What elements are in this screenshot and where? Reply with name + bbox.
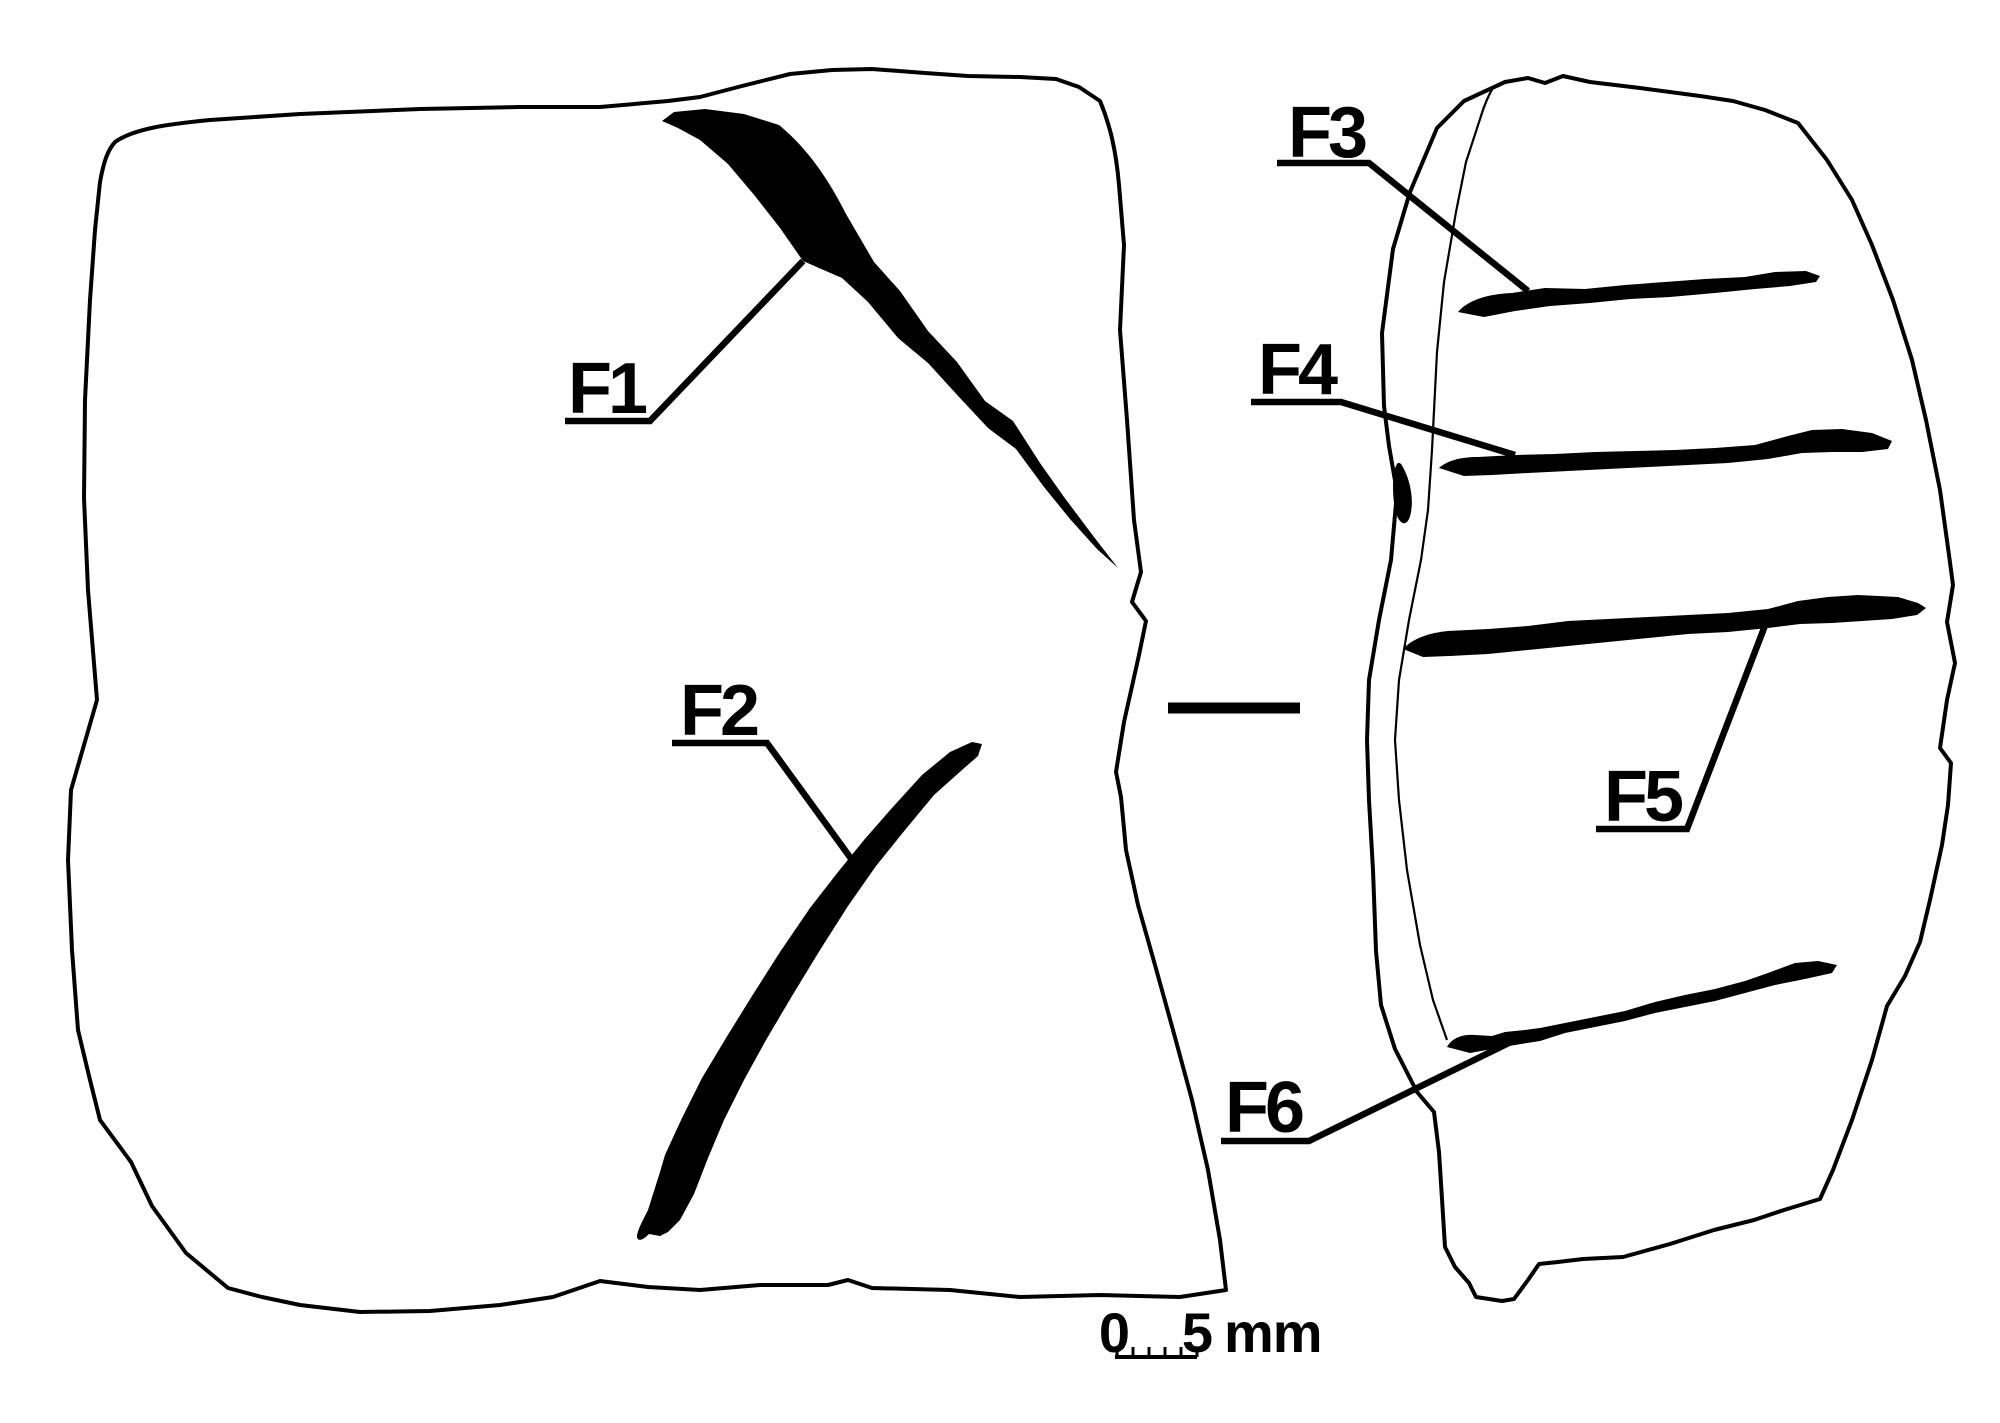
scale-bar: 0 5 mm (1099, 1301, 1323, 1364)
label-f4: F4 (1258, 330, 1338, 410)
label-f6: F6 (1225, 1068, 1303, 1148)
scale-ruler-ticks (1115, 1347, 1199, 1357)
leader-line-f6 (1221, 1034, 1523, 1145)
scale-unit-label: mm (1224, 1301, 1322, 1364)
cut-mark-f5 (1403, 595, 1926, 657)
label-f3: F3 (1288, 93, 1366, 173)
label-f5: F5 (1604, 757, 1683, 837)
leader-line-f4 (1251, 398, 1516, 459)
cut-mark-f6 (1447, 961, 1837, 1053)
scale-zero-label: 0 (1099, 1301, 1129, 1364)
edge-nick-mark (1393, 462, 1412, 524)
cut-mark-f3 (1458, 271, 1820, 317)
right-fragment: F3 F4 F5 F6 (1221, 74, 1957, 1303)
label-f2: F2 (680, 671, 758, 751)
cut-mark-f4 (1439, 429, 1892, 476)
leader-line-f5 (1596, 621, 1770, 833)
label-f1: F1 (568, 349, 647, 429)
leader-line-f1 (565, 258, 806, 425)
right-fragment-outline (1365, 74, 1957, 1303)
facet-ridge-line (1393, 85, 1495, 1041)
left-fragment: F1 F2 (66, 67, 1228, 1314)
left-fragment-outline (66, 67, 1228, 1314)
leader-line-f2 (672, 739, 866, 877)
leader-line-f3 (1277, 159, 1531, 294)
cut-mark-f2 (637, 742, 982, 1240)
